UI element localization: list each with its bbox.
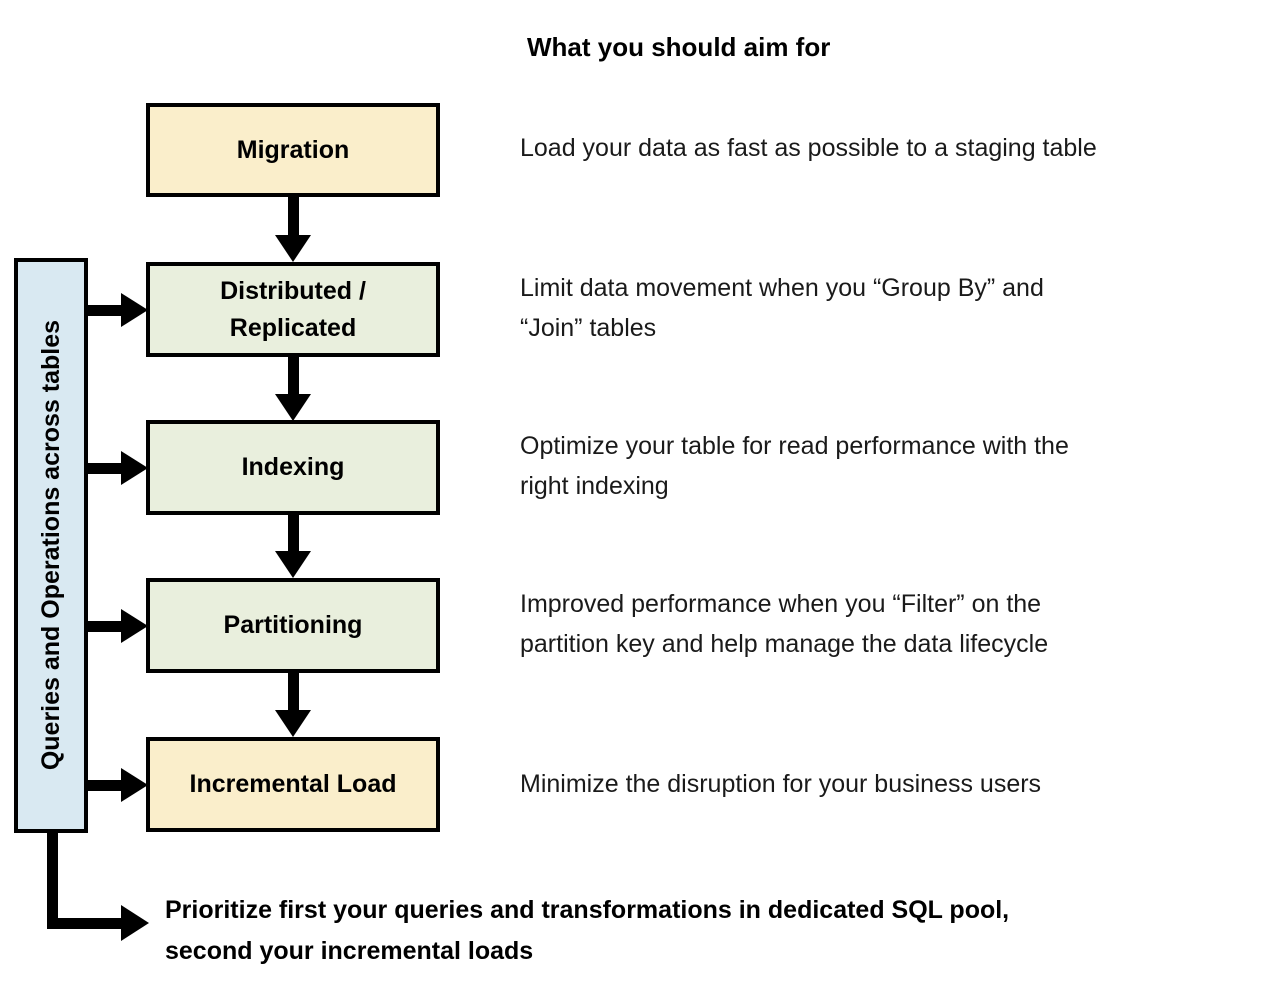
aim-line: Optimize your table for read performance…: [520, 432, 1069, 460]
aim-line: Limit data movement when you “Group By” …: [520, 274, 1044, 302]
aim-line: Improved performance when you “Filter” o…: [520, 590, 1042, 618]
aim-line: right indexing: [520, 472, 669, 500]
sidebar-label: Queries and Operations across tables: [36, 320, 65, 771]
aim-text-incremental-load: Minimize the disruption for your busines…: [520, 764, 1041, 804]
step-label: Distributed / Replicated: [220, 277, 366, 342]
aim-text-migration: Load your data as fast as possible to a …: [520, 128, 1097, 168]
aim-text-distributed-replicated: Limit data movement when you “Group By” …: [520, 268, 1044, 348]
aim-text-indexing: Optimize your table for read performance…: [520, 426, 1069, 506]
arrow-right-icon: [84, 609, 148, 643]
aim-line: Load your data as fast as possible to a …: [520, 134, 1097, 162]
arrow-shaft: [288, 196, 299, 236]
arrow-down-icon: [275, 196, 311, 262]
arrow-shaft: [47, 831, 58, 929]
arrow-head: [121, 293, 148, 327]
arrow-head: [121, 451, 148, 485]
arrow-down-icon: [275, 671, 311, 737]
step-box-distributed-replicated: Distributed / Replicated: [146, 262, 440, 357]
arrow-down-icon: [275, 512, 311, 578]
arrow-shaft: [84, 621, 124, 632]
footer-line: Prioritize first your queries and transf…: [165, 896, 1010, 924]
page-title: What you should aim for: [527, 32, 831, 62]
arrow-right-icon: [84, 293, 148, 327]
step-box-migration: Migration: [146, 103, 440, 197]
arrow-down-icon: [275, 355, 311, 421]
footer-priority-note: Prioritize first your queries and transf…: [165, 890, 1009, 972]
arrow-right-icon: [84, 451, 148, 485]
sidebar-queries-operations: Queries and Operations across tables: [14, 258, 88, 833]
arrow-head: [275, 235, 311, 262]
step-label: Migration: [236, 135, 350, 164]
arrow-shaft: [288, 671, 299, 711]
arrow-head: [275, 551, 311, 578]
aim-text-partitioning: Improved performance when you “Filter” o…: [520, 584, 1048, 664]
arrow-head: [275, 394, 311, 421]
step-box-partitioning: Partitioning: [146, 578, 440, 673]
step-box-incremental-load: Incremental Load: [146, 737, 440, 832]
step-label: Indexing: [241, 453, 345, 482]
aim-line: partition key and help manage the data l…: [520, 630, 1049, 658]
arrow-right-icon: [84, 768, 148, 802]
footer-line: second your incremental loads: [165, 937, 534, 965]
arrow-shaft: [288, 355, 299, 395]
step-label: Partitioning: [223, 611, 363, 640]
step-box-indexing: Indexing: [146, 420, 440, 515]
arrow-head: [121, 905, 149, 941]
arrow-shaft: [84, 305, 124, 316]
arrow-head: [275, 710, 311, 737]
aim-line: Minimize the disruption for your busines…: [520, 770, 1042, 798]
arrow-shaft: [288, 512, 299, 552]
arrow-shaft: [84, 463, 124, 474]
arrow-head: [121, 768, 148, 802]
aim-line: “Join” tables: [520, 314, 657, 342]
arrow-shaft: [47, 918, 125, 929]
arrow-head: [121, 609, 148, 643]
step-label: Incremental Load: [189, 770, 397, 799]
arrow-shaft: [84, 780, 124, 791]
